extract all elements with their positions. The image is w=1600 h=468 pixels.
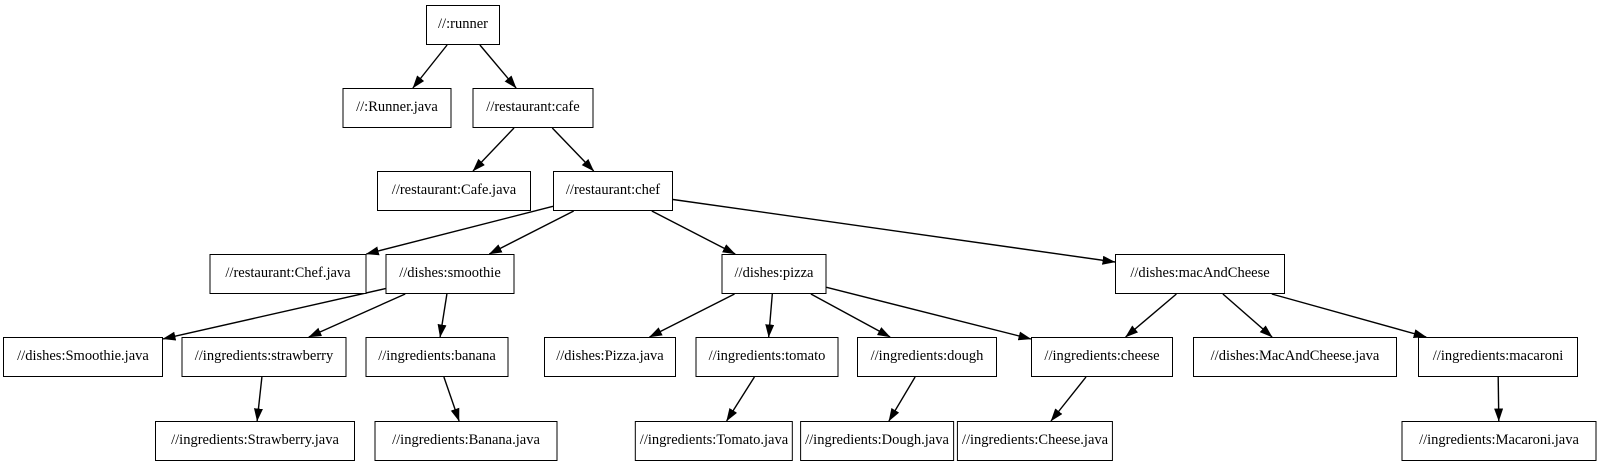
graph-node-tomato: //ingredients:tomato <box>695 337 839 377</box>
graph-node-cheese: //ingredients:cheese <box>1031 337 1173 377</box>
edge-banana-to-banana_java <box>443 376 460 422</box>
edge-chef-to-pizza <box>651 210 736 255</box>
edge-dough-to-dough_java <box>888 376 916 422</box>
edge-pizza-to-dough <box>810 293 891 338</box>
edge-chef-to-smoothie <box>488 210 575 255</box>
graph-node-macaroni: //ingredients:macaroni <box>1418 337 1578 377</box>
edge-cafe-to-chef <box>551 127 595 172</box>
graph-node-cafe_java: //restaurant:Cafe.java <box>377 171 531 211</box>
edge-mac_and_cheese-to-cheese <box>1125 293 1177 338</box>
graph-node-chef: //restaurant:chef <box>553 171 673 211</box>
graph-node-banana: //ingredients:banana <box>365 337 509 377</box>
edge-cheese-to-cheese_java <box>1050 376 1087 422</box>
edge-tomato-to-tomato_java <box>726 376 755 422</box>
graph-node-cafe: //restaurant:cafe <box>472 88 594 128</box>
edge-smoothie-to-banana <box>437 293 448 338</box>
edge-pizza-to-tomato <box>765 293 775 338</box>
graph-node-mac_and_cheese: //dishes:macAndCheese <box>1115 254 1285 294</box>
edge-runner-to-runner_java <box>412 44 448 89</box>
edge-chef-to-mac_and_cheese <box>672 198 1116 265</box>
graph-node-macaroni_java: //ingredients:Macaroni.java <box>1401 421 1597 461</box>
edge-strawberry-to-strawberry_java <box>253 376 263 422</box>
graph-node-banana_java: //ingredients:Banana.java <box>374 421 558 461</box>
graph-node-tomato_java: //ingredients:Tomato.java <box>634 421 794 461</box>
graph-node-dough: //ingredients:dough <box>857 337 997 377</box>
edge-mac_and_cheese-to-macaroni <box>1271 293 1427 338</box>
edge-smoothie-to-strawberry <box>308 293 406 338</box>
edge-pizza-to-cheese <box>826 286 1032 341</box>
edge-chef-to-chef_java <box>365 205 554 256</box>
graph-node-dough_java: //ingredients:Dough.java <box>800 421 954 461</box>
graph-node-pizza_java: //dishes:Pizza.java <box>544 337 676 377</box>
graph-node-chef_java: //restaurant:Chef.java <box>209 254 367 294</box>
graph-node-runner: //:runner <box>426 5 500 45</box>
edge-runner-to-cafe <box>479 44 517 89</box>
graph-node-strawberry_java: //ingredients:Strawberry.java <box>155 421 355 461</box>
graph-node-cheese_java: //ingredients:Cheese.java <box>956 421 1114 461</box>
edge-pizza-to-pizza_java <box>649 293 735 338</box>
graph-node-runner_java: //:Runner.java <box>342 88 452 128</box>
graph-node-strawberry: //ingredients:strawberry <box>181 337 347 377</box>
graph-node-mac_and_cheese_java: //dishes:MacAndCheese.java <box>1193 337 1397 377</box>
graph-node-smoothie: //dishes:smoothie <box>385 254 515 294</box>
graph-node-pizza: //dishes:pizza <box>721 254 827 294</box>
graph-node-smoothie_java: //dishes:Smoothie.java <box>3 337 163 377</box>
edge-smoothie-to-smoothie_java <box>162 287 386 341</box>
edge-mac_and_cheese-to-mac_and_cheese_java <box>1222 293 1273 338</box>
edge-cafe-to-cafe_java <box>472 127 515 172</box>
edge-macaroni-to-macaroni_java <box>1494 376 1504 422</box>
